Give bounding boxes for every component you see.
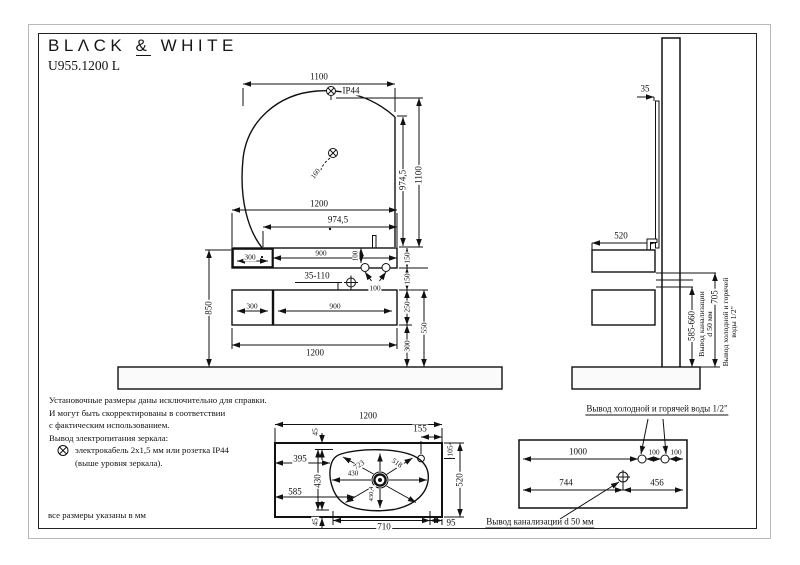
dim-basin-left: 300 (243, 252, 257, 262)
mirror-mark-leader (320, 157, 331, 171)
drain-position-icon (344, 275, 358, 290)
dim-sewage-height: 585-660 (686, 310, 697, 342)
lower-cabinet-front (231, 289, 398, 326)
water-outlet-right (660, 454, 670, 464)
note-line-5: электрокабель 2х1,5 мм или розетка IP44 (75, 445, 229, 455)
dim-edge-bottom: 45 (310, 517, 320, 527)
front-view (117, 81, 503, 390)
dim-mirror-height: 1100 (413, 165, 424, 185)
dim-drain-range: 35-110 (303, 270, 331, 281)
floor-pedestal-front (117, 366, 503, 390)
note-line-3: с фактическим использованием. (49, 420, 170, 430)
dim-unit-width-bottom: 1200 (305, 347, 325, 358)
electric-cable-icon (57, 445, 69, 456)
wall-panel-side (661, 37, 681, 369)
dim-bowl-width: 710 (376, 521, 392, 532)
valve-icon-left (360, 263, 370, 272)
note-line-2: И могут быть скорректированы в соответст… (49, 407, 226, 418)
sheet-inner-border (38, 33, 757, 529)
mirror-side (655, 100, 660, 249)
valve-icon-right (381, 263, 391, 272)
dim-right-margin: 95 (445, 517, 457, 528)
dim-bowl-vert: 430,4 (367, 485, 376, 503)
basin-unit-side (591, 249, 656, 273)
sewage-leader-label: Вывод канализации d 50 мм (485, 516, 595, 529)
dim-bowl-height: 430 (312, 473, 323, 489)
wall-outline (518, 439, 688, 509)
basin-left-box (231, 247, 274, 269)
wall-connections-view (518, 418, 688, 520)
dim-edge-top: 45 (310, 427, 320, 437)
sewage-outlet-icon (616, 470, 630, 484)
brand-logo: BLΛCK & WHITE (48, 36, 238, 56)
brand-ampersand: & (135, 36, 152, 56)
dim-mirror-width: 1100 (309, 71, 329, 82)
dim-wall-span: 1000 (568, 446, 588, 457)
mirror-power-icon (328, 148, 338, 158)
side-view (571, 37, 720, 390)
dim-basin-right: 900 (314, 248, 328, 258)
dim-bowl-offset: 395 (292, 453, 308, 464)
ip44-socket-icon (326, 86, 336, 96)
dim-drain-left: 744 (558, 477, 574, 488)
dim-mirror-offset: 35 (639, 83, 651, 94)
floor-pedestal-side (571, 366, 701, 390)
dim-basin-flat: 974,5 (326, 214, 350, 225)
dim-cab-left: 300 (245, 301, 259, 311)
dim-valve-spacing: 100 (368, 283, 382, 293)
dim-tap-from-right: 155 (412, 423, 428, 434)
dim-cabinet-total: 550 (419, 321, 429, 335)
faucet-hole (417, 454, 425, 463)
dim-wall-gap-1: 100 (647, 447, 661, 457)
dim-basin-height: 150 (402, 251, 412, 265)
dim-water-height: 705 (709, 289, 720, 305)
dim-cabinet-height: 250 (402, 300, 412, 314)
note-line-1: Установочные размеры даны исключительно … (49, 395, 267, 405)
dim-cab-right: 900 (328, 301, 342, 311)
dim-tap-offset: 100 (351, 249, 360, 263)
dim-top-depth: 520 (454, 472, 465, 488)
brand-right: WHITE (160, 36, 238, 55)
dim-gap-height: 150 (402, 272, 412, 286)
dim-wall-gap-2: 100 (669, 447, 683, 457)
dim-mirror-flat-height: 974,5 (397, 168, 408, 192)
lower-cabinet-side (591, 289, 656, 326)
ip44-label: IP44 (341, 85, 361, 96)
sewage-outlet-label-2: d 50 мм (705, 311, 715, 337)
model-number: U955.1200 L (48, 58, 120, 73)
drain-icon (371, 471, 389, 489)
sheet-outer-border (28, 24, 771, 539)
dim-tap-from-top: 105 (445, 444, 455, 458)
note-line-4: Вывод электропитания зеркала: (49, 432, 169, 443)
dim-drain-right: 456 (649, 477, 665, 488)
dim-below-height: 300 (402, 339, 412, 353)
dim-drain-from-left: 585 (287, 486, 303, 497)
brand-left: BLΛCK (48, 36, 127, 55)
water-outlets-title: Вывод холодной и горячей воды 1/2" (585, 403, 729, 416)
dim-mount-height: 850 (203, 300, 214, 316)
bowl-outline (329, 448, 430, 512)
sink-top-view (274, 421, 464, 529)
note-line-6: (выше уровня зеркала). (75, 457, 163, 468)
water-outlet-left (637, 454, 647, 464)
faucet-front (372, 235, 377, 249)
dim-top-width: 1200 (358, 410, 378, 421)
dim-bowl-horiz: 430 (346, 469, 360, 478)
units-note: все размеры указаны в мм (48, 510, 146, 520)
dim-depth: 520 (613, 230, 629, 241)
dim-unit-width: 1200 (309, 198, 329, 209)
water-outlet-label-2: воды 1/2" (729, 306, 739, 338)
